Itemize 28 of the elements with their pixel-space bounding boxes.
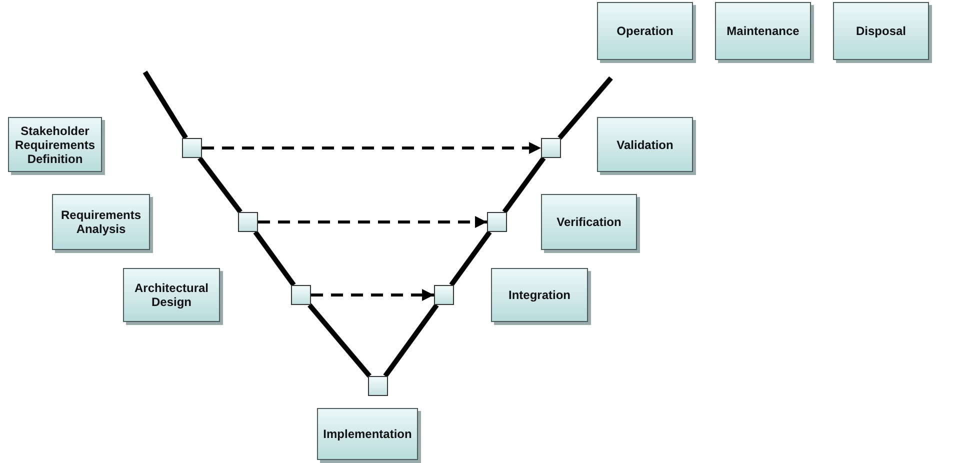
junction-square xyxy=(291,285,311,305)
stage-box: Architectural Design xyxy=(123,268,220,322)
junction-square xyxy=(368,376,388,396)
v-model-line xyxy=(558,76,613,140)
dashed-arrow xyxy=(258,216,487,228)
stage-box: Validation xyxy=(597,117,693,172)
stage-box: Implementation xyxy=(317,408,418,460)
stage-box: Integration xyxy=(491,268,588,322)
stage-box: Requirements Analysis xyxy=(52,194,150,250)
junction-square xyxy=(238,212,258,232)
v-model-line xyxy=(502,156,546,214)
junction-square xyxy=(434,285,454,305)
stage-box: Disposal xyxy=(833,2,929,60)
junction-square xyxy=(182,138,202,158)
v-model-line xyxy=(198,156,242,214)
v-model-line xyxy=(253,230,296,286)
v-model-line xyxy=(383,304,439,378)
stage-box: Stakeholder Requirements Definition xyxy=(8,117,102,172)
junction-square xyxy=(541,138,561,158)
v-model-line xyxy=(449,230,492,286)
stage-box: Operation xyxy=(597,2,693,60)
dashed-arrow xyxy=(202,142,541,154)
stage-box: Maintenance xyxy=(715,2,811,60)
stage-box: Verification xyxy=(541,194,637,250)
v-model-line xyxy=(142,70,188,140)
dashed-arrow xyxy=(311,289,434,301)
junction-square xyxy=(487,212,507,232)
v-model-line xyxy=(308,303,372,378)
